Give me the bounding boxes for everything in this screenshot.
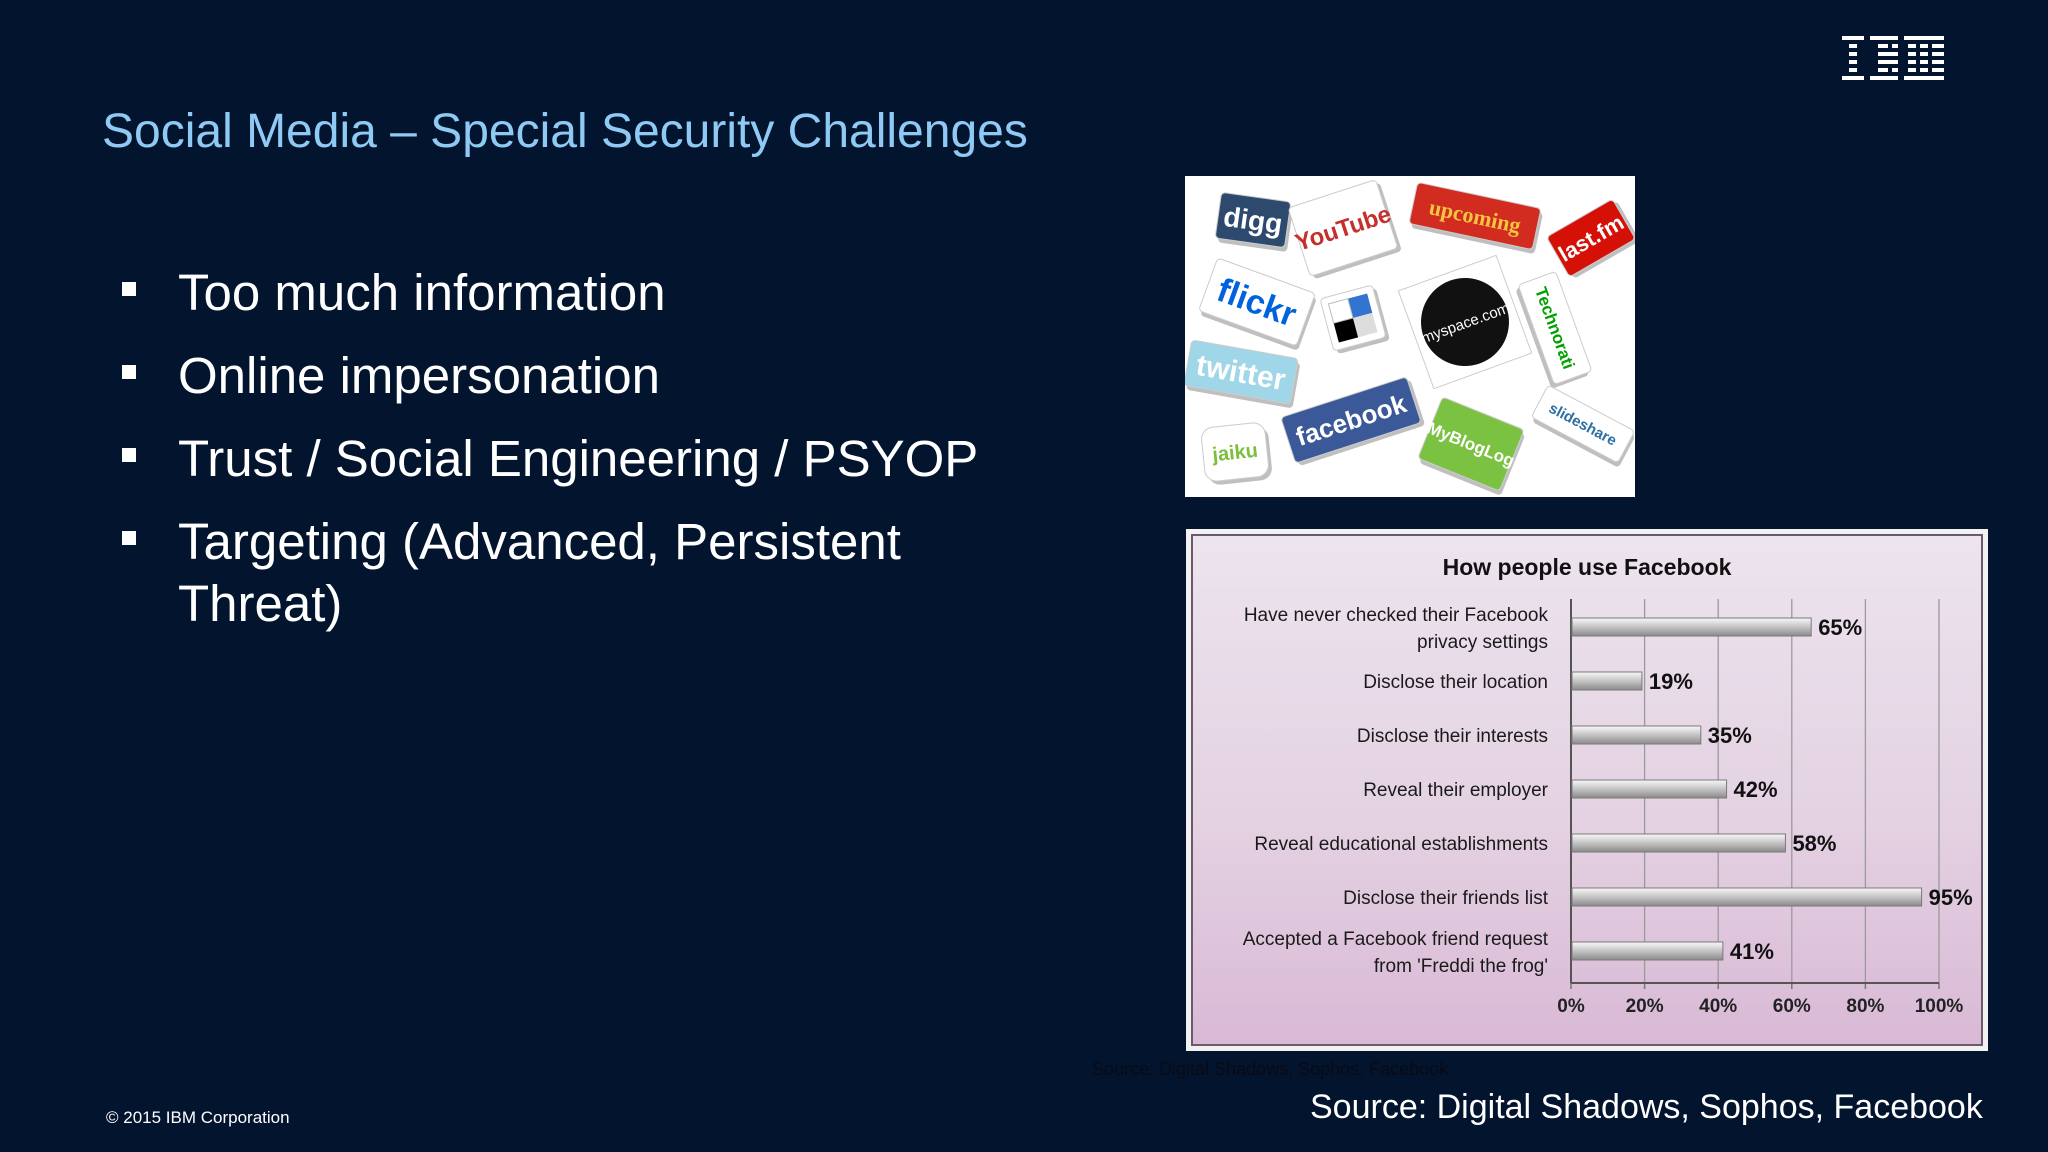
bar-value-label: 19% bbox=[1649, 669, 1693, 694]
flickr-logo-icon: flickr bbox=[1199, 258, 1316, 350]
x-tick-label: 80% bbox=[1846, 996, 1884, 1017]
bar bbox=[1571, 833, 1786, 853]
upcoming-logo-icon: upcoming bbox=[1409, 182, 1543, 254]
bullet-square-icon bbox=[122, 282, 136, 296]
bullet-square-icon bbox=[122, 531, 136, 545]
bullet-item: Too much information bbox=[122, 262, 1022, 324]
slideshare-logo-icon: slideshare bbox=[1532, 386, 1635, 467]
source-caption-small: Source: Digital Shadows, Sophos, Faceboo… bbox=[1092, 1059, 1449, 1079]
facebook-usage-chart: How people use Facebook 0% 20% 40% 60% 80% 100… bbox=[1186, 529, 1988, 1051]
category-label: Reveal their employer bbox=[1363, 780, 1548, 801]
bar bbox=[1571, 887, 1923, 907]
bullet-text: Trust / Social Engineering / PSYOP bbox=[178, 430, 979, 487]
myspace-logo-icon: myspace.com bbox=[1397, 254, 1533, 390]
x-tick-label: 0% bbox=[1557, 996, 1585, 1017]
bar bbox=[1571, 941, 1724, 961]
bullet-item: Online impersonation bbox=[122, 345, 1022, 407]
category-label: Disclose their friends list bbox=[1343, 888, 1549, 909]
x-tick-label: 20% bbox=[1626, 996, 1664, 1017]
category-label: Disclose their interests bbox=[1357, 726, 1548, 747]
bar-value-label: 58% bbox=[1792, 831, 1836, 856]
ibm-logo bbox=[1842, 36, 1944, 80]
bullet-square-icon bbox=[122, 448, 136, 462]
bar bbox=[1571, 671, 1643, 691]
category-label: privacy settings bbox=[1417, 632, 1548, 653]
x-tick-label: 40% bbox=[1699, 996, 1737, 1017]
bar-value-label: 41% bbox=[1730, 939, 1774, 964]
category-label: Reveal educational establishments bbox=[1254, 834, 1548, 855]
digg-logo-icon: digg bbox=[1215, 192, 1293, 252]
facebook-logo-icon: facebook bbox=[1281, 377, 1425, 466]
lastfm-logo-icon: last.fm bbox=[1547, 200, 1635, 278]
bar bbox=[1571, 779, 1728, 799]
source-caption: Source: Digital Shadows, Sophos, Faceboo… bbox=[1310, 1088, 1983, 1126]
bullet-item: Targeting (Advanced, Persistent Threat) bbox=[122, 511, 1022, 635]
category-label: Have never checked their Facebook bbox=[1244, 605, 1549, 626]
bullet-text: Targeting (Advanced, Persistent Threat) bbox=[178, 513, 901, 632]
bar-value-label: 65% bbox=[1818, 615, 1862, 640]
svg-text:jaiku: jaiku bbox=[1210, 440, 1259, 467]
bar bbox=[1571, 617, 1812, 637]
delicious-logo-icon bbox=[1320, 285, 1390, 354]
x-tick-label: 60% bbox=[1773, 996, 1811, 1017]
bar-value-label: 42% bbox=[1734, 777, 1778, 802]
bar-value-label: 95% bbox=[1929, 885, 1973, 910]
bullet-item: Trust / Social Engineering / PSYOP bbox=[122, 428, 1022, 490]
technorati-logo-icon: Technorati bbox=[1516, 271, 1592, 388]
youtube-logo-icon: YouTube bbox=[1288, 180, 1401, 279]
bar-value-label: 35% bbox=[1708, 723, 1752, 748]
bullet-text: Too much information bbox=[178, 264, 666, 321]
slide-title: Social Media – Special Security Challeng… bbox=[102, 105, 1028, 158]
jaiku-logo-icon: jaiku bbox=[1201, 422, 1272, 485]
bar bbox=[1571, 725, 1702, 745]
twitter-logo-icon: twitter bbox=[1185, 340, 1300, 408]
category-label: Accepted a Facebook friend request bbox=[1243, 929, 1549, 950]
copyright-text: © 2015 IBM Corporation bbox=[106, 1108, 290, 1127]
bullet-text: Online impersonation bbox=[178, 347, 660, 404]
chart-title: How people use Facebook bbox=[1443, 554, 1732, 580]
mybloglog-logo-icon: MyBlogLog bbox=[1418, 397, 1525, 495]
bullet-list: Too much information Online impersonatio… bbox=[122, 262, 1022, 656]
x-tick-label: 100% bbox=[1915, 996, 1964, 1017]
category-label: Disclose their location bbox=[1363, 672, 1548, 693]
chart-canvas: How people use Facebook 0% 20% 40% 60% 80% 100… bbox=[1243, 554, 1973, 1017]
bullet-square-icon bbox=[122, 365, 136, 379]
category-label: from 'Freddi the frog' bbox=[1374, 956, 1548, 977]
